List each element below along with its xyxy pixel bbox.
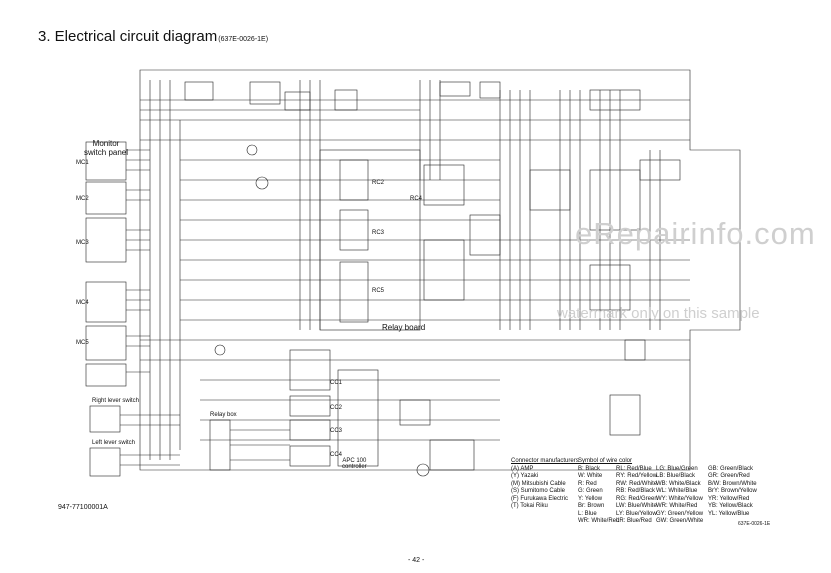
title-code: (637E-0026-1E) — [218, 36, 269, 43]
wire-legend-entry: R: Red — [578, 480, 597, 487]
wire-legend-entry: WL: White/Blue — [656, 488, 698, 494]
title-text: 3. Electrical circuit diagram — [38, 28, 218, 45]
wire-legend-entry: LW: Blue/White — [616, 503, 657, 509]
wire-legend-entry: GR: Green/Red — [708, 473, 750, 479]
cc2-label: CC2 — [330, 405, 343, 411]
connector-legend-item: (Y) Yazaki — [511, 473, 539, 479]
wire-legend-entry: LR: Blue/Red — [616, 518, 652, 524]
wire-legend-row: B: Black RL: Red/Blue LG: Blue/Green GB: Gr… — [578, 465, 753, 474]
wire-legend-entry: YL: Yellow/Blue — [708, 510, 750, 517]
wire-legend-entry: YR: Yellow/Red — [708, 495, 750, 502]
connector-legend-item: (T) Tokai Riku — [511, 503, 548, 509]
watermark-text: eRepairinfo.com — [575, 216, 816, 251]
connector-legend: Connector manufacturers (A) AMP (Y) Yaza… — [511, 458, 579, 511]
connector-legend-item: (F) Furukawa Electric — [511, 495, 569, 502]
wire-legend-entry: B/W: Brown/White — [708, 480, 757, 487]
wire-legend-entry: RL: Red/Blue — [616, 465, 652, 472]
wire-legend-entry: RG: Red/Green — [616, 495, 658, 502]
wire-legend-entry: GB: Green/Black — [708, 465, 754, 472]
wire-legend-entry: RY: Red/Yellow — [616, 473, 658, 479]
cc4-label: CC4 — [330, 452, 343, 458]
mc1-label: MC1 — [76, 160, 89, 166]
mc5-label: MC5 — [76, 340, 89, 346]
relay-box-label: Relay box — [210, 412, 237, 418]
wire-legend-entry: WB: White/Black — [656, 480, 701, 487]
wire-legend-entry: LG: Blue/Green — [656, 465, 698, 472]
wire-legend-entry: BrY: Brown/Yellow — [708, 488, 757, 494]
page-title: 3. Electrical circuit diagram(637E-0026-… — [38, 28, 268, 45]
wire-legend-entry: GY: Green/Yellow — [656, 510, 704, 517]
wire-legend-entry: RW: Red/White — [616, 480, 658, 487]
wire-legend-entry: B: Black — [578, 465, 601, 472]
wire-legend-entry: W: White — [578, 473, 603, 479]
wire-legend-entry: G: Green — [578, 488, 603, 494]
monitor-switch-panel-label: Monitor switch panel — [84, 139, 129, 157]
page-number: - 42 - — [408, 557, 425, 564]
connector-legend-heading: Connector manufacturers — [511, 458, 579, 464]
mc3-label: MC3 — [76, 240, 89, 246]
watermark-subtext: watermark only on this sample — [557, 305, 760, 322]
wire-color-legend: Symbol of wire color B: Black RL: Red/Blu… — [578, 458, 757, 526]
wire-legend-entry: WY: White/Yellow — [656, 495, 703, 502]
connector-legend-item: (M) Mitsubishi Cable — [511, 480, 566, 487]
cc1-label: CC1 — [330, 380, 343, 386]
rc3-label: RC3 — [372, 230, 385, 236]
mc4-label: MC4 — [76, 300, 89, 306]
wire-legend-entry: LY: Blue/Yellow — [616, 510, 657, 517]
right-lever-switch-label: Right lever switch — [92, 398, 140, 404]
wire-legend-entry: Y: Yellow — [578, 495, 603, 502]
wire-legend-heading: Symbol of wire color — [578, 458, 633, 464]
connector-legend-item: (S) Sumitomo Cable — [511, 488, 566, 494]
document-number: 947-77100001A — [58, 504, 108, 511]
wire-legend-entry: YB: Yellow/Black — [708, 503, 753, 509]
wire-legend-entry: GW: Green/White — [656, 518, 704, 524]
left-lever-switch-label: Left lever switch — [92, 440, 136, 446]
mc2-label: MC2 — [76, 196, 89, 202]
wire-legend-entry: L: Blue — [578, 510, 597, 517]
document-number-small: 637E-0026-1E — [738, 521, 771, 527]
rc4-label: RC4 — [410, 196, 423, 202]
wire-legend-entry: WR: White/Red — [578, 518, 620, 524]
rc2-label: RC2 — [372, 180, 385, 186]
wire-legend-entry: LB: Blue/Black — [656, 473, 696, 479]
rc5-label: RC5 — [372, 288, 385, 294]
cc3-label: CC3 — [330, 428, 343, 434]
wire-legend-entry: RB: Red/Black — [616, 488, 656, 494]
wire-legend-entry: WR: White/Red — [656, 503, 698, 509]
wire-legend-entry: Br: Brown — [578, 503, 605, 509]
relay-board-label: Relay board — [382, 323, 426, 332]
connector-legend-item: (A) AMP — [511, 465, 534, 472]
apc-controller-label: APC 100 controller — [342, 458, 367, 470]
